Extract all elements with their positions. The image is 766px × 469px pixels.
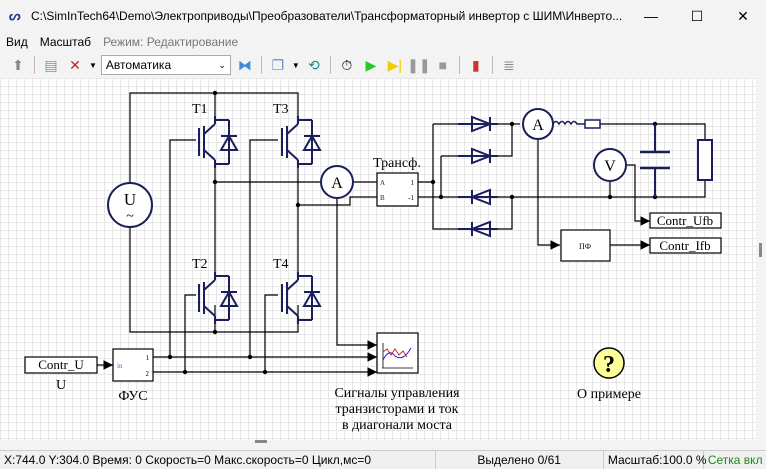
fus-out-1: 1 (146, 354, 150, 362)
menu-bar: Вид Масштаб Режим: Редактирование (0, 32, 766, 52)
input-contr-u[interactable]: Contr_U (24, 356, 98, 374)
chart-icon[interactable]: ▮ (471, 56, 480, 73)
output-ufb-label: Contr_Ufb (657, 213, 713, 228)
status-scale: Масштаб:100.0 % (604, 451, 707, 469)
menu-scale[interactable]: Масштаб (39, 35, 92, 49)
horizontal-scroll-thumb[interactable] (255, 440, 267, 443)
horizontal-scrollbar[interactable] (0, 440, 756, 450)
stopwatch-icon[interactable]: ⏱ (341, 56, 353, 73)
scope-blue-trace (382, 347, 412, 361)
vertical-scroll-thumb[interactable] (759, 243, 762, 257)
step-icon[interactable]: ▶| (387, 56, 403, 73)
voltmeter-label: V (604, 158, 616, 175)
solver-select[interactable]: Автоматика ⌄ (100, 55, 231, 75)
transformer-block[interactable]: Трансф. A B 1 -1 (373, 156, 421, 207)
output-contr-ufb[interactable]: Contr_Ufb (649, 212, 722, 229)
transistor-t3[interactable] (281, 115, 321, 169)
scope-caption-line1: Сигналы управления (334, 386, 460, 401)
pause-icon[interactable]: ❚❚ (407, 56, 431, 73)
diagram-canvas[interactable]: T1 T3 T2 T4 U ~ A Трансф. A B 1 -1 A V П… (0, 78, 756, 440)
window-title: C:\SimInTech64\Demo\Электроприводы\Преоб… (31, 9, 623, 23)
transformer-in-a: A (380, 179, 385, 187)
transformer-in-b: B (380, 194, 385, 202)
label-t2: T2 (192, 257, 208, 272)
transistor-t4[interactable] (281, 271, 321, 325)
script-icon[interactable]: ▤ (44, 56, 58, 73)
tools-icon[interactable]: ✕ (69, 56, 81, 73)
voltmeter[interactable]: V (593, 148, 627, 182)
app-logo-icon: ᔕ (9, 8, 21, 23)
transformer-out-1: 1 (411, 179, 415, 187)
diode-bridge[interactable] (458, 115, 498, 238)
inductor (552, 120, 585, 126)
toolbar: ⬆ ▤ ✕▼ Автоматика⌄ ⧓ ❐▼ ⟲ ⏱ ▶ ▶| ❚❚ ■ ▮ … (0, 52, 766, 78)
circuit-diagram: T1 T3 T2 T4 U ~ A Трансф. A B 1 -1 A V П… (24, 90, 722, 433)
transistor-t2[interactable] (198, 271, 238, 325)
load-resistor (697, 139, 713, 181)
source-label: U (124, 190, 136, 209)
capacitor (640, 150, 670, 170)
title-bar: ᔕ C:\SimInTech64\Demo\Электроприводы\Пре… (0, 0, 766, 32)
label-t1: T1 (192, 102, 208, 117)
sync-icon[interactable]: ⧓ (237, 56, 252, 73)
voltage-source[interactable]: U ~ (107, 182, 153, 228)
filter-block[interactable]: ПФ (560, 229, 611, 262)
filter-label: ПФ (579, 242, 591, 251)
close-button[interactable]: ✕ (737, 7, 749, 24)
input-u-caption: U (56, 378, 66, 393)
output-ifb-label: Contr_Ifb (659, 238, 710, 253)
menu-view[interactable]: Вид (6, 35, 28, 49)
scope-caption-line3: в диагонали моста (342, 418, 453, 433)
mode-label: Режим: (103, 35, 144, 49)
fus-block[interactable]: in 1 2 (112, 348, 154, 382)
mode-value: Редактирование (146, 35, 239, 49)
transformer-title: Трансф. (373, 156, 421, 171)
stop-icon[interactable]: ■ (438, 57, 448, 73)
minimize-button[interactable]: — (644, 8, 658, 24)
input-u-label: Contr_U (38, 357, 84, 372)
status-bar: X:744.0 Y:304.0 Время: 0 Скорость=0 Макс… (0, 450, 766, 469)
status-grid: Сетка вкл (707, 453, 763, 467)
scope-red-trace (382, 348, 408, 358)
help-caption: О примере (577, 387, 641, 402)
help-icon: ? (603, 352, 615, 378)
vertical-scrollbar[interactable] (756, 78, 766, 450)
source-ac-symbol: ~ (126, 209, 134, 224)
transformer-out-2: -1 (408, 194, 414, 202)
label-t4: T4 (273, 257, 289, 272)
ammeter-2-label: A (532, 117, 544, 134)
layers-icon[interactable]: ❐ (271, 56, 285, 73)
resistor (584, 119, 601, 129)
scope-block[interactable] (376, 332, 419, 374)
label-t3: T3 (273, 102, 289, 117)
play-icon[interactable]: ▶ (365, 56, 377, 73)
fus-title: ФУС (118, 389, 147, 404)
fus-out-2: 2 (146, 370, 150, 378)
scope-caption-line2: транзисторами и ток (336, 402, 459, 417)
output-contr-ifb[interactable]: Contr_Ifb (649, 237, 722, 254)
ammeter-2[interactable]: A (522, 108, 554, 140)
up-arrow-icon[interactable]: ⬆ (12, 56, 24, 73)
help-button[interactable]: ? (593, 347, 625, 379)
database-edit-icon[interactable]: ≣ (502, 56, 515, 73)
chevron-down-icon: ⌄ (218, 59, 226, 70)
transistor-t1[interactable] (198, 115, 238, 169)
ammeter-1-label: A (331, 175, 343, 192)
status-selected: Выделено 0/61 (436, 451, 604, 469)
ammeter-1[interactable]: A (320, 165, 354, 199)
maximize-button[interactable]: ☐ (690, 7, 704, 24)
fus-in-port: in (117, 362, 123, 370)
status-coords: X:744.0 Y:304.0 Время: 0 Скорость=0 Макс… (0, 451, 436, 469)
refresh-icon[interactable]: ⟲ (307, 56, 320, 73)
solver-select-value: Автоматика (105, 58, 172, 72)
